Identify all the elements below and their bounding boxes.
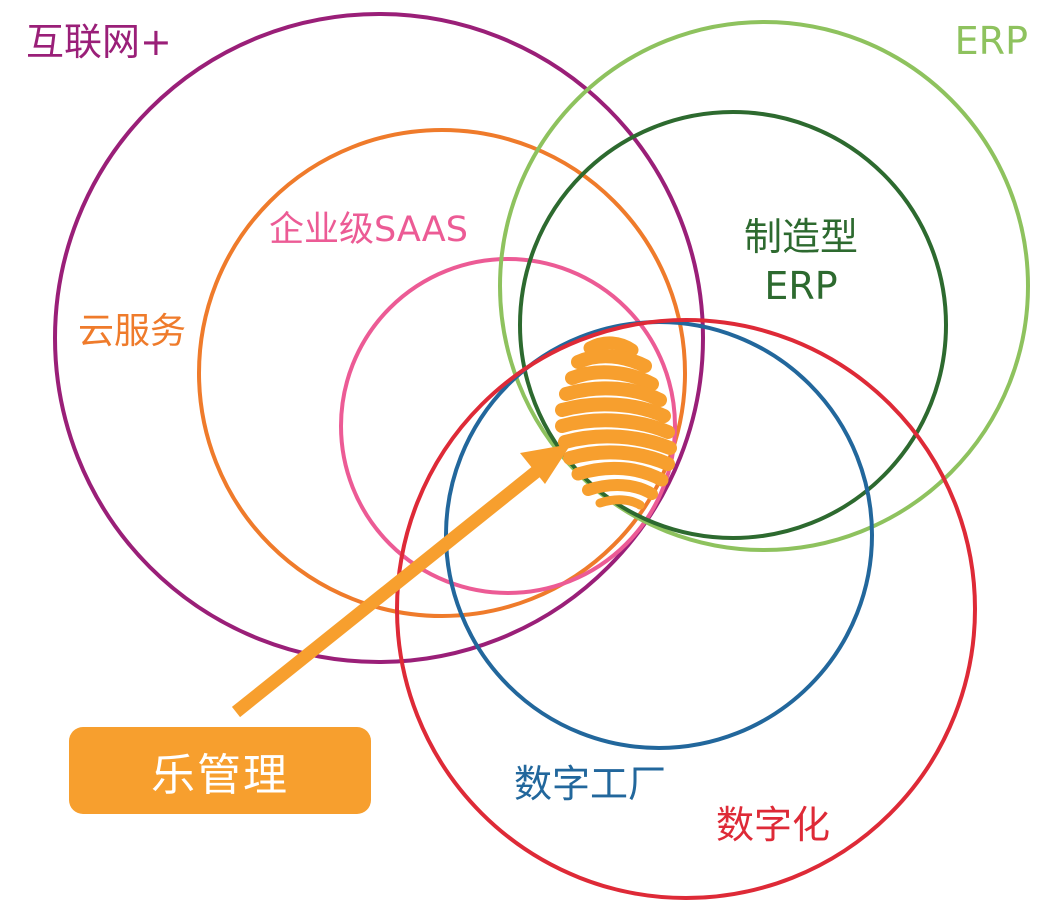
manufacturing-erp-label-line1: 制造型 (744, 215, 858, 259)
product-badge: 乐管理 (69, 727, 371, 814)
erp-label: ERP (955, 19, 1028, 63)
enterprise-saas-circle (339, 257, 677, 595)
enterprise-saas-label: 企业级SAAS (269, 210, 468, 250)
digital-factory-label: 数字工厂 (514, 762, 666, 806)
product-badge-label: 乐管理 (151, 749, 289, 801)
highlight-scribble (555, 336, 677, 510)
digital-factory-circle (444, 320, 874, 750)
digitalization-circle (395, 318, 977, 900)
erp-circle (498, 20, 1030, 552)
cloud-service-circle (197, 128, 687, 618)
digitalization-label: 数字化 (716, 803, 830, 847)
cloud-service-label: 云服务 (78, 311, 186, 352)
manufacturing-erp-circle (518, 110, 948, 540)
internet-plus-label: 互联网+ (26, 20, 172, 64)
internet-plus-circle (53, 12, 705, 664)
highlight-arrow (231, 444, 571, 718)
manufacturing-erp-label-line2: ERP (764, 264, 837, 308)
